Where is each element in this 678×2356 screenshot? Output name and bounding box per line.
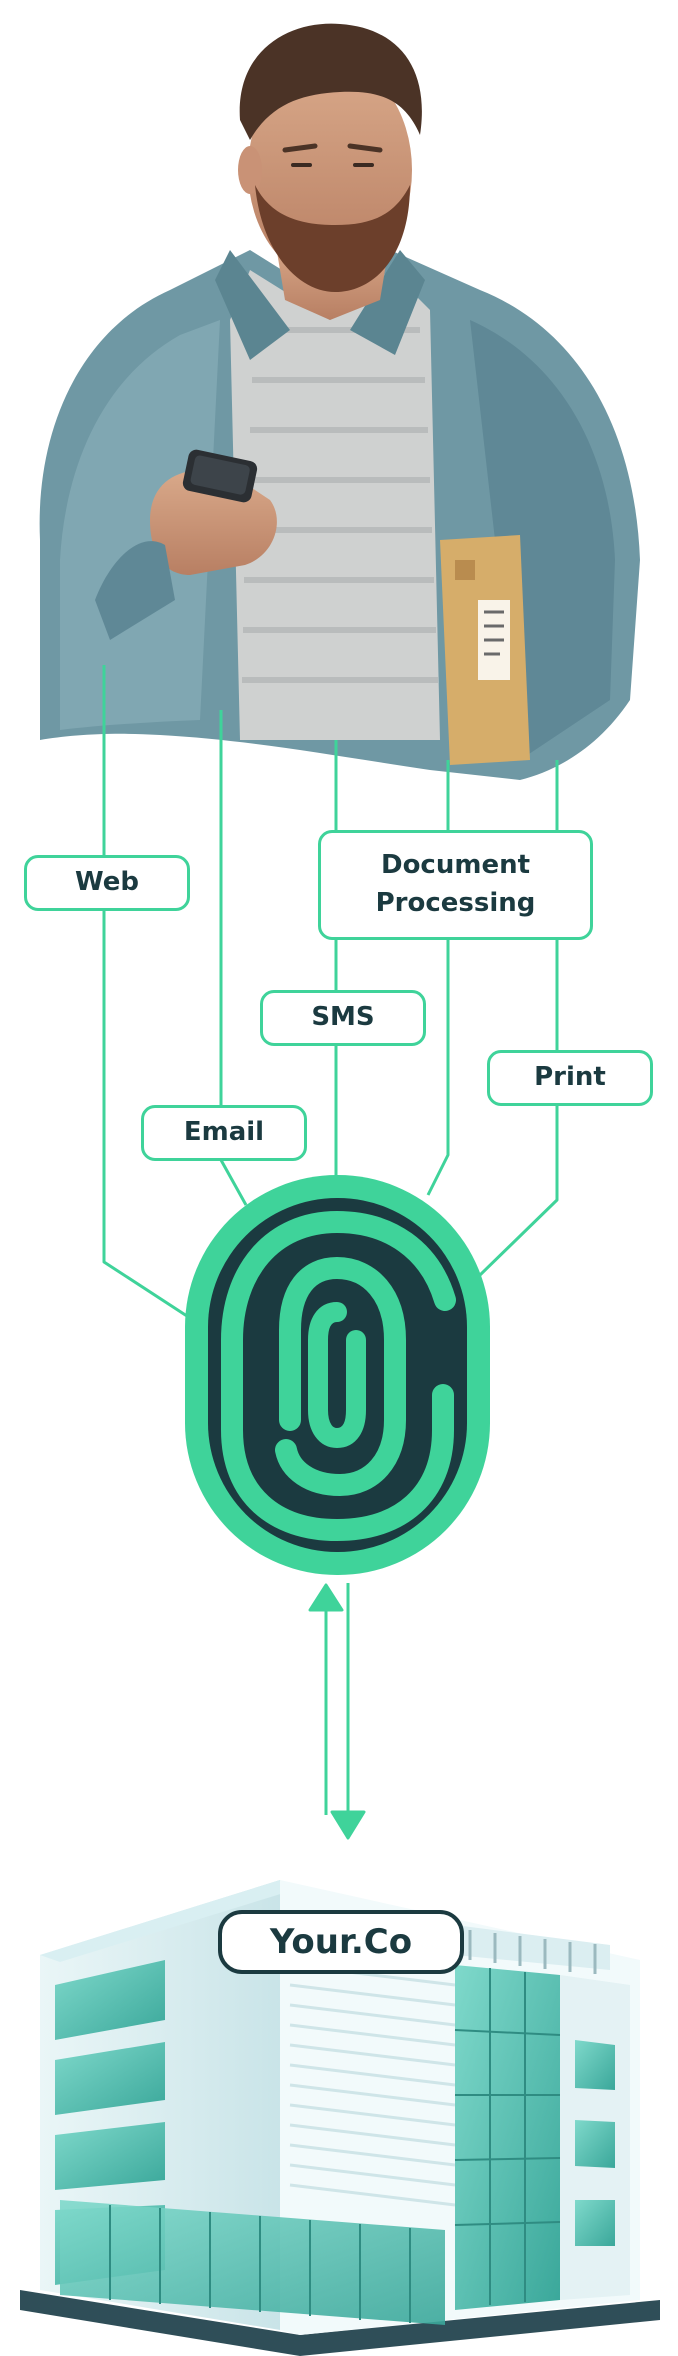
fingerprint-logo-icon	[185, 1175, 490, 1575]
channel-document-processing-label: Document Processing	[318, 830, 593, 940]
company-label: Your.Co	[218, 1910, 464, 1974]
office-building-illustration	[20, 1880, 660, 2356]
person-with-phone-illustration	[39, 23, 640, 780]
channel-sms-label: SMS	[260, 990, 426, 1046]
channel-email-label: Email	[141, 1105, 307, 1161]
channel-web-label: Web	[24, 855, 190, 911]
channel-print-label: Print	[487, 1050, 653, 1106]
